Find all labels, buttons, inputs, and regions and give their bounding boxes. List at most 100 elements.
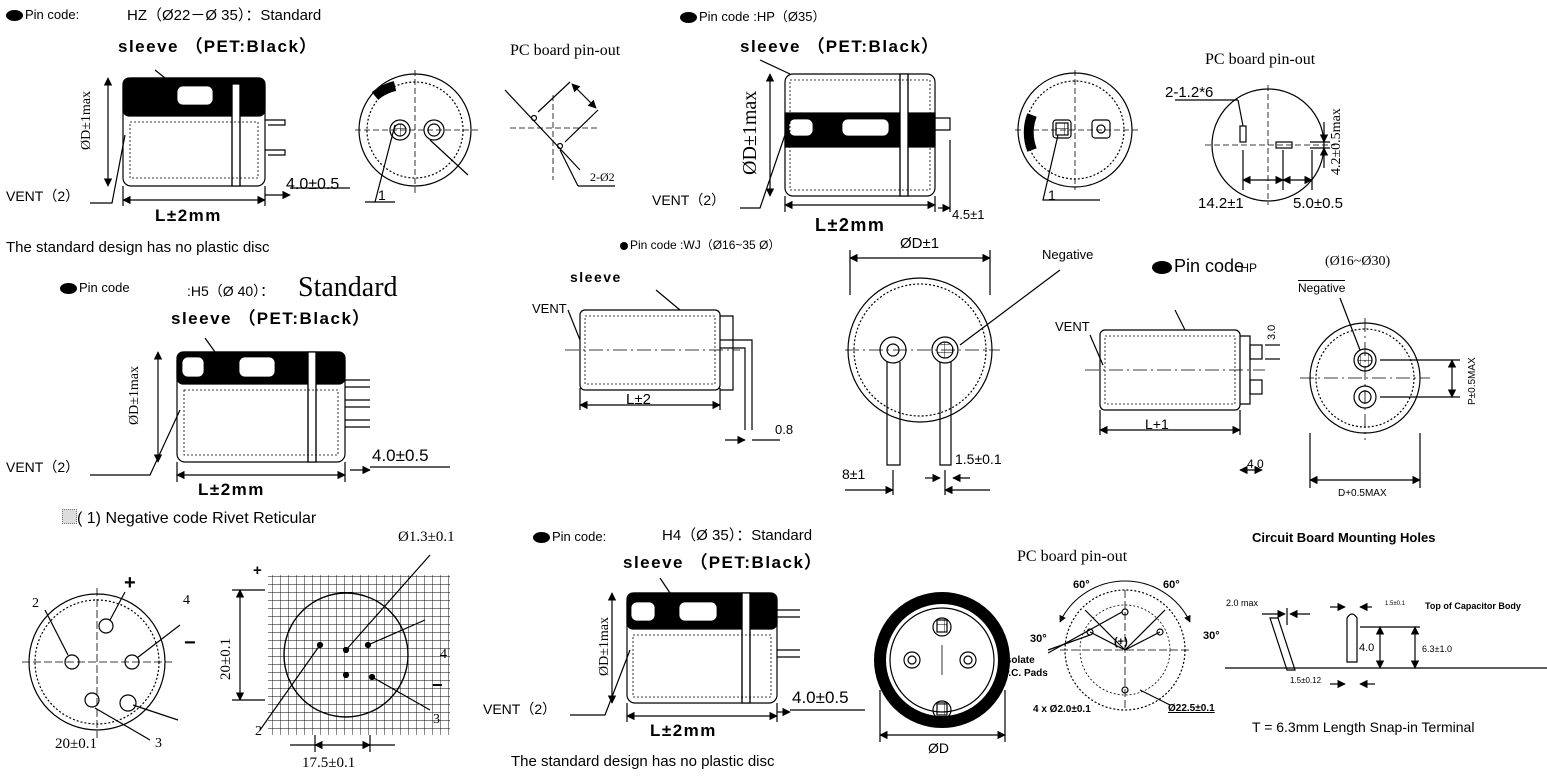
h5-pin-length: 4.0±0.5 xyxy=(372,446,429,465)
hz-capacitor-bottom xyxy=(355,70,480,203)
pcb3-angle-30-right: 30° xyxy=(1203,630,1220,642)
pattern-icon xyxy=(62,509,77,524)
hz-sleeve-label: sleeve （PET:Black） xyxy=(118,37,318,56)
hz-code: HZ（Ø22－Ø 35）：Standard xyxy=(127,7,322,24)
rivet-n2: 4 xyxy=(183,593,190,608)
rivet-grid-3: 3 xyxy=(433,712,440,727)
hp16-d-label: D+0.5MAX xyxy=(1338,488,1387,499)
rivet-grid-minus: − xyxy=(432,675,443,695)
rivet-minus: − xyxy=(184,632,196,654)
mount-dim-63: 6.3±1.0 xyxy=(1422,644,1452,654)
hp16-dim-30: 3.0 xyxy=(1266,324,1278,340)
h5-diameter-label: ØD±1max xyxy=(127,365,142,425)
hp16-range: (Ø16~Ø30) xyxy=(1325,254,1391,269)
h5-capacitor-side xyxy=(90,337,450,482)
pcb3-isolate: Isolate xyxy=(1003,655,1035,666)
bullet-icon xyxy=(680,12,697,24)
pcb3-holes: 4 x Ø2.0±0.1 xyxy=(1033,704,1091,715)
pcb3-title: PC board pin-out xyxy=(1017,548,1128,565)
rivet-grid-plus: + xyxy=(253,562,262,579)
rivet-dia-dim: Ø1.3±0.1 xyxy=(398,529,455,545)
rivet-n3: 3 xyxy=(155,736,162,751)
hz-pin-number: 1 xyxy=(378,187,386,203)
hp35-sleeve-label: sleeve （PET:Black） xyxy=(740,37,940,56)
pcb2-diagram xyxy=(1175,85,1335,205)
hz-vent-label: VENT（2） xyxy=(6,188,80,204)
hp16-pin-code-label: Pin code xyxy=(1152,257,1244,275)
rivet-grid-dim-h: 17.5±0.1 xyxy=(302,755,356,771)
h4-length-label: L±2mm xyxy=(650,721,717,740)
hp16-dim-40: 4.0 xyxy=(1247,457,1264,471)
mount-top-body: Top of Capacitor Body xyxy=(1425,601,1521,611)
h5-length-label: L±2mm xyxy=(198,480,265,499)
mount-title: Circuit Board Mounting Holes xyxy=(1252,530,1436,545)
wj-capacitor-side xyxy=(565,289,780,445)
mount-dim-15b: 1.5±0.12 xyxy=(1290,676,1322,685)
h5-pin-code-label: Pin code xyxy=(60,281,130,295)
wj-pin-code-label: Pin code :WJ（Ø16~35 Ø） xyxy=(620,239,780,251)
hp16-p-label: P±0.5MAX xyxy=(1467,357,1478,405)
pcb2-title: PC board pin-out xyxy=(1205,51,1316,68)
h4-note: The standard design has no plastic disc xyxy=(511,753,775,770)
h4-diameter-label: ØD±1max xyxy=(597,616,612,676)
hp16-vent-label: VENT xyxy=(1055,319,1090,334)
h4-sleeve-label: sleeve （PET:Black） xyxy=(623,553,823,572)
hz-capacitor-side xyxy=(90,69,350,206)
h4-capacitor-side xyxy=(570,577,865,722)
bullet-icon xyxy=(1152,260,1172,274)
pcb2-side-dim: 4.2±0.5max xyxy=(1329,108,1344,175)
hz-length-label: L±2mm xyxy=(155,206,222,225)
mounting-holes-diagram xyxy=(1225,602,1547,689)
rivet-grid-dim-v: 20±0.1 xyxy=(218,638,234,680)
wj-lead-label: 0.8 xyxy=(775,422,794,437)
wj-capacitor-bottom xyxy=(845,250,1061,495)
wj-sleeve-label: sleeve xyxy=(570,269,622,285)
bullet-icon xyxy=(60,283,77,295)
pcb3-angle-60-right: 60° xyxy=(1163,579,1180,591)
hp35-capacitor-bottom xyxy=(1015,70,1140,201)
hp35-capacitor-side xyxy=(740,59,951,213)
hp35-diameter-label: ØD±1max xyxy=(739,90,761,175)
wj-negative-label: Negative xyxy=(1042,247,1094,262)
hz-pin-code-label: Pin code: xyxy=(6,8,79,22)
wj-lead-diameter: 1.5±0.1 xyxy=(955,451,1002,467)
rivet-plus: + xyxy=(124,572,136,594)
bullet-icon xyxy=(533,532,550,544)
mount-terminal-note: T = 6.3mm Length Snap-in Terminal xyxy=(1252,719,1475,735)
pcb3-diagram xyxy=(1047,580,1191,711)
rivet-n1: 2 xyxy=(32,596,39,611)
hz-pin-length: 4.0±0.5 xyxy=(286,176,340,193)
rivet-left-dim: 20±0.1 xyxy=(55,736,97,752)
pcb1-diagram xyxy=(504,81,615,187)
hp35-vent-label: VENT（2） xyxy=(652,192,726,208)
hp35-pin-code-label: Pin code :HP（Ø35） xyxy=(680,10,825,24)
h4-bottom-label: ØD xyxy=(928,740,949,756)
wj-pitch: 8±1 xyxy=(842,466,866,482)
pcb2-dim-b: 5.0±0.5 xyxy=(1293,195,1343,212)
rivet-grid-4: 4 xyxy=(440,647,447,662)
pcb3-pads: P.C. Pads xyxy=(1003,668,1048,679)
h5-sleeve-label: sleeve （PET:Black） xyxy=(171,309,371,328)
hp16-length-label: L+1 xyxy=(1145,416,1169,432)
hp16-negative-label: Negative xyxy=(1298,280,1346,295)
pcb3-plus: (+) xyxy=(1114,636,1128,648)
pcb3-circle-dim: Ø22.5±0.1 xyxy=(1168,703,1215,714)
bullet-icon xyxy=(620,241,628,250)
mount-dim-40: 4.0 xyxy=(1359,642,1375,654)
hz-diameter-label: ØD±1max xyxy=(79,90,94,150)
mount-dim-15a: 1.5±0.1 xyxy=(1385,601,1405,607)
wj-length-label: L±2 xyxy=(626,391,651,408)
pcb1-title: PC board pin-out xyxy=(510,42,621,59)
wj-vent-label: VENT xyxy=(532,301,567,316)
pcb2-dim-a: 14.2±1 xyxy=(1198,195,1244,212)
rivet-grid-2: 2 xyxy=(255,724,262,739)
mount-dim-20: 2.0 max xyxy=(1226,598,1259,608)
h5-vent-label: VENT（2） xyxy=(6,459,80,475)
rivet-circle-diagram xyxy=(22,588,181,741)
pcb2-holes: 2-1.2*6 xyxy=(1165,84,1214,101)
h5-standard: Standard xyxy=(298,272,398,303)
pcb3-angle-60-left: 60° xyxy=(1073,579,1090,591)
hp35-length-label: L±2mm xyxy=(815,215,886,235)
h4-pin-code-label: Pin code: xyxy=(533,530,606,544)
